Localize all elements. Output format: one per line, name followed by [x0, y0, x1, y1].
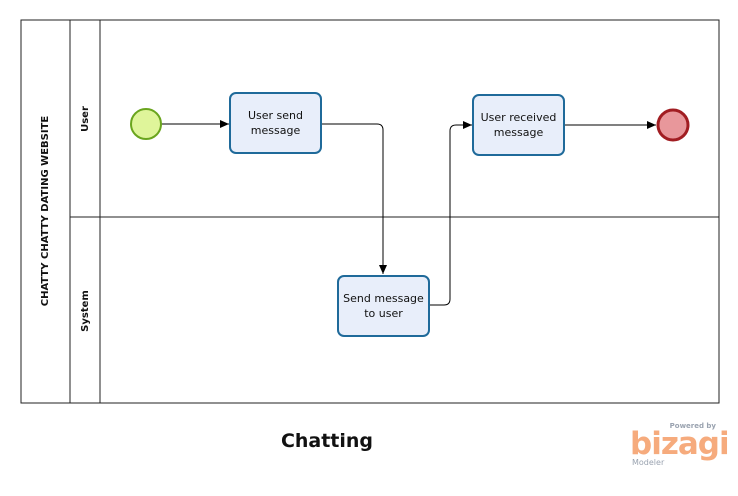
logo-brand: bizagi — [630, 426, 730, 462]
task-user-send-message[interactable]: User send message — [229, 92, 322, 154]
task-label-line: message — [251, 124, 301, 137]
task-label-line: User received — [481, 111, 557, 124]
task-label-line: message — [494, 126, 544, 139]
flow-system-to-user-received — [429, 121, 472, 306]
bizagi-logo: Powered by bizagi Modeler — [630, 422, 730, 472]
lane-label-system: System — [80, 290, 91, 332]
flow-user-send-to-system — [321, 123, 387, 274]
task-user-received-message[interactable]: User received message — [472, 94, 565, 156]
pool-border — [20, 19, 720, 404]
task-label-line: to user — [364, 307, 403, 320]
task-label-line: Send message — [343, 292, 424, 305]
diagram-title: Chatting — [280, 430, 374, 452]
start-event[interactable] — [130, 108, 162, 140]
pool-label: CHATTY CHATTY DATING WEBSITE — [40, 116, 51, 307]
task-label-line: User send — [248, 109, 303, 122]
lane-label-user: User — [80, 106, 91, 132]
task-send-message-to-user[interactable]: Send message to user — [337, 275, 430, 337]
logo-product: Modeler — [632, 458, 665, 467]
end-event[interactable] — [656, 108, 690, 142]
logo-powered-by: Powered by — [669, 422, 716, 430]
